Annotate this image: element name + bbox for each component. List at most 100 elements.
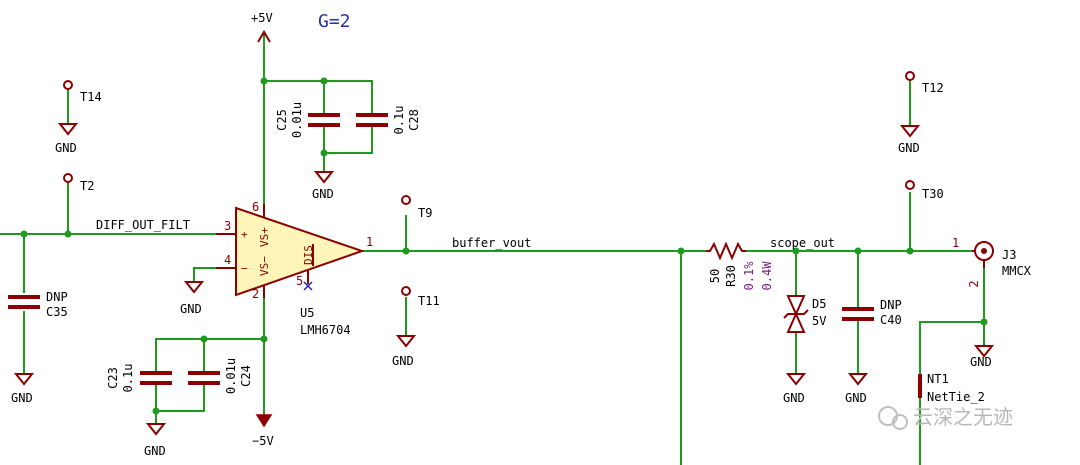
junction (906, 247, 914, 255)
capacitor-c40: DNP C40 (842, 298, 902, 327)
c24-ref: C24 (239, 365, 253, 387)
power-plus-label: +5V (251, 11, 273, 25)
gnd-label: GND (783, 391, 805, 405)
net-label-scope-out: scope_out (770, 236, 835, 250)
testpoint-icon (63, 80, 73, 90)
capacitor-c25: C25 0.01u (275, 102, 340, 138)
ground-icon (847, 373, 869, 386)
testpoint-icon (401, 286, 411, 296)
power-minus-5v: −5V (252, 414, 274, 448)
j3-ref: J3 (1002, 248, 1016, 262)
testpoint-label: T30 (922, 187, 944, 201)
gnd-d5: GND (783, 373, 807, 405)
testpoint-icon (401, 195, 411, 205)
pin-number: 2 (967, 280, 981, 287)
pin-name-vsp: VS+ (258, 227, 271, 247)
ground-icon (785, 373, 807, 386)
c35-value: DNP (46, 290, 68, 304)
gnd-t12: GND (898, 125, 921, 155)
capacitor-c23: C23 0.1u (106, 364, 172, 392)
junction (152, 407, 160, 415)
opamp-body-icon (235, 206, 366, 297)
ground-icon (313, 171, 335, 184)
power-plus-5v: +5V (251, 11, 273, 43)
c25-value: 0.01u (290, 102, 304, 138)
nettie-nt1: NT1 NetTie_2 (918, 372, 985, 404)
junction (20, 230, 28, 238)
diode-d5: D5 5V (783, 295, 826, 333)
junction (792, 247, 800, 255)
gnd-t11: GND (392, 335, 417, 368)
junction (854, 247, 862, 255)
tvs-bar (783, 309, 809, 319)
junction (320, 149, 328, 157)
ground-icon (13, 373, 35, 386)
testpoint-label: T11 (418, 294, 440, 308)
gnd-label: GND (144, 444, 166, 458)
pin-number: 1 (952, 236, 959, 250)
junction (200, 335, 208, 343)
no-connect-icon (303, 281, 313, 291)
c24-value: 0.01u (224, 358, 238, 394)
c40-ref: C40 (880, 313, 902, 327)
gnd-label: GND (180, 302, 202, 316)
power-arrow-icon (257, 30, 271, 43)
wire-pin4 (193, 267, 237, 283)
testpoint-label: T14 (80, 90, 102, 104)
tvs-diode-icon (786, 295, 806, 317)
ground-icon (973, 345, 995, 358)
pin-number: 4 (224, 253, 231, 267)
junction (402, 247, 410, 255)
c25-ref: C25 (275, 109, 289, 131)
gnd-c35: GND (11, 373, 35, 405)
junction (320, 77, 328, 85)
wechat-logo-icon (892, 414, 908, 430)
pin-number: 3 (224, 219, 231, 233)
wechat-logo-icon (878, 406, 898, 426)
junction (980, 318, 988, 326)
tvs-diode-icon (786, 311, 806, 333)
testpoint-label: T2 (80, 179, 94, 193)
testpoint-t30: T30 (905, 180, 944, 201)
ground-icon (395, 335, 417, 348)
opamp-u5: 3 4 6 2 5 1 + − VS+ VS− DIS U5 LMH6704 (216, 200, 373, 337)
net-label-buffer-vout: buffer_vout (452, 236, 531, 250)
r30-ref: R30 (724, 265, 738, 287)
c28-ref: C28 (407, 109, 421, 131)
pin-name-minus: − (241, 262, 248, 275)
gnd-label: GND (392, 354, 414, 368)
junction (260, 77, 268, 85)
c35-ref: C35 (46, 305, 68, 319)
gnd-label: GND (312, 187, 334, 201)
junction (260, 335, 268, 343)
power-minus-label: −5V (252, 434, 274, 448)
nt1-ref: NT1 (927, 372, 949, 386)
pin-name-plus: + (241, 228, 248, 241)
resistor-icon (706, 241, 746, 261)
gnd-label: GND (55, 141, 77, 155)
gnd-j3: GND (970, 345, 995, 369)
gnd-label: GND (898, 141, 920, 155)
c28-value: 0.1u (392, 106, 406, 135)
ground-icon (57, 123, 79, 136)
power-neg-arrow-icon (255, 414, 273, 428)
testpoint-icon (905, 71, 915, 81)
nt1-value: NetTie_2 (927, 390, 985, 404)
gnd-c23: GND (144, 423, 167, 458)
gnd-c25: GND (312, 171, 335, 201)
ground-icon (183, 281, 205, 294)
capacitor-c28: 0.1u C28 (356, 106, 421, 135)
junction (64, 230, 72, 238)
pin-number: 5 (296, 274, 303, 288)
c40-value: DNP (880, 298, 902, 312)
ground-icon (899, 125, 921, 138)
gnd-pin4: GND (180, 281, 205, 316)
gnd-t14: GND (55, 123, 79, 155)
resistor-r30: 50 R30 0.1% 0.4W (706, 241, 774, 290)
gnd-label: GND (970, 355, 992, 369)
gnd-c40: GND (845, 373, 869, 405)
connector-j3: 1 2 J3 MMCX (952, 236, 1032, 288)
pin-number: 1 (366, 235, 373, 249)
pin-name-dis: DIS (302, 245, 315, 265)
